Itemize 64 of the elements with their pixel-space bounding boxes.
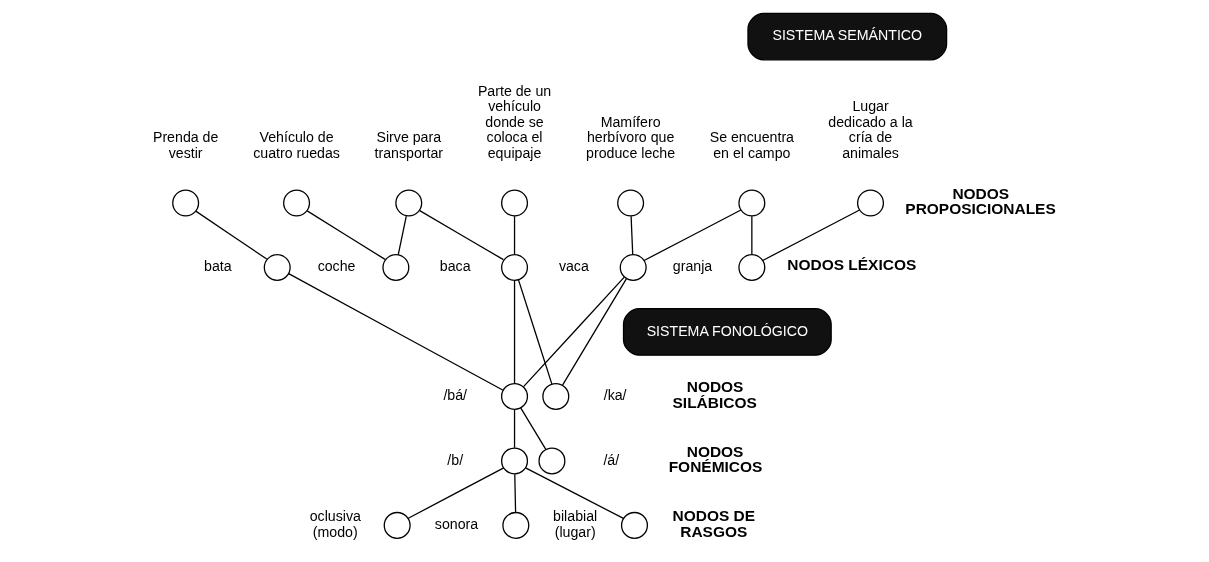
node-label: oclusiva (modo) (309, 508, 361, 540)
connector (288, 273, 504, 391)
connector (407, 467, 505, 519)
node-label: bilabial (lugar) (553, 508, 598, 540)
node-label: Sirve para transportar (374, 129, 444, 161)
label: NODOS DE RASGOS (672, 507, 756, 540)
connector (195, 210, 268, 260)
node-circle (382, 253, 410, 281)
connector (522, 276, 625, 388)
node-box: SISTEMA SEMÁNTICO (747, 12, 948, 61)
node-circle (502, 511, 530, 539)
node-label: /bá/ (443, 387, 468, 404)
connector (513, 280, 516, 385)
node-circle (501, 382, 529, 410)
node-circle (738, 253, 766, 281)
node-circle (542, 382, 570, 410)
connector (561, 278, 627, 386)
label: NODOS PROPOSICIONALES (905, 184, 1056, 218)
node-circle (619, 253, 647, 281)
connector (418, 209, 505, 261)
connector (517, 279, 553, 385)
label: NODOS SILÁBICOS (672, 378, 757, 411)
node-circle (538, 447, 566, 475)
node-label: sonora (434, 516, 479, 533)
node-label: Lugar dedicado a la cría de animales (828, 98, 913, 161)
node-label: Vehículo de cuatro ruedas (253, 129, 340, 161)
connector (524, 467, 625, 520)
connector (520, 407, 547, 450)
node-label: coche (317, 258, 356, 275)
node-circle (501, 447, 529, 475)
connector (514, 473, 517, 513)
node-label: Se encuentra en el campo (709, 129, 795, 161)
node-circle (738, 189, 766, 217)
connector (306, 210, 386, 261)
connector (397, 215, 407, 256)
node-circle (501, 189, 529, 217)
node-label: /ka/ (603, 387, 627, 404)
node-circle (263, 253, 291, 281)
node-label: Mamífero herbívoro que produce leche (586, 113, 676, 161)
connector (513, 409, 516, 449)
node-circle (617, 189, 645, 217)
node-label: vaca (558, 258, 589, 275)
node-label: bata (204, 258, 232, 275)
node-label: baca (439, 258, 471, 275)
label: NODOS LÉXICOS (787, 256, 917, 274)
label: NODOS FONÉMICOS (668, 442, 763, 476)
node-box: SISTEMA FONOLÓGICO (622, 308, 832, 356)
connector (513, 215, 516, 255)
connector (762, 209, 861, 262)
node-label: Parte de un vehículo donde se coloca el equipaje (477, 82, 552, 161)
node-label: granja (672, 258, 713, 275)
connector (643, 209, 742, 262)
connector (630, 215, 634, 255)
node-circle (283, 189, 311, 217)
node-label: /b/ (447, 451, 464, 468)
connector (751, 215, 753, 255)
node-circle (501, 253, 529, 281)
node-circle (620, 511, 649, 539)
node-circle (856, 189, 885, 217)
node-label: /á/ (603, 451, 620, 468)
node-label: Prenda de vestir (152, 129, 219, 161)
node-circle (395, 189, 423, 217)
node-circle (383, 511, 411, 539)
node-circle (172, 189, 200, 217)
